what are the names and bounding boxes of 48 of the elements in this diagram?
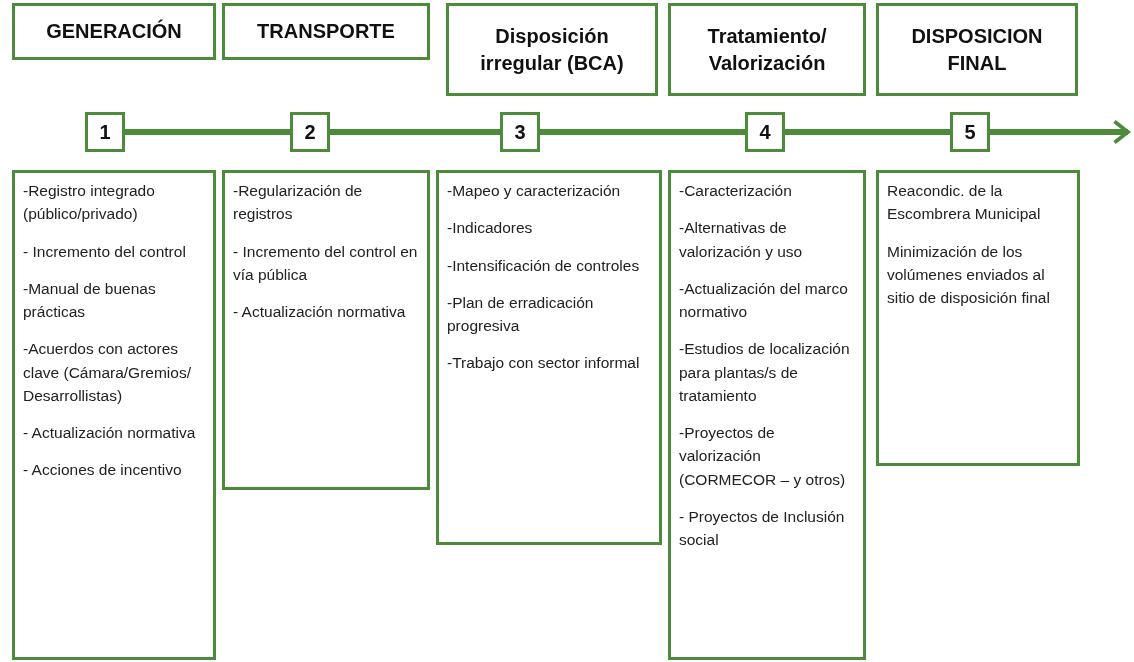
action-list-box	[668, 170, 866, 660]
stage-title: GENERACIÓN	[46, 18, 182, 44]
action-list-box	[12, 170, 216, 660]
action-item-text: -Caracterización	[679, 181, 793, 201]
action-item-text: -Plan de erradicación progresiva	[447, 292, 595, 336]
action-list-box	[876, 170, 1080, 466]
action-item-text: -Actualización del marco normativo	[679, 278, 849, 322]
step-number-box	[745, 112, 785, 152]
action-item-text: - Incremento del control	[23, 241, 187, 262]
action-item-text: -Trabajo con sector informal	[447, 353, 641, 374]
action-item-text: -Alternativas de valorización y uso	[679, 218, 804, 262]
timeline-arrow	[990, 119, 1130, 145]
action-item-text: -Proyectos de valorización (CORMECOR – y otros)	[679, 423, 847, 490]
stage-title: Tratamiento/ Valorización	[706, 23, 828, 76]
stage-header-box	[222, 3, 430, 60]
step-number-box	[950, 112, 990, 152]
step-number-box	[85, 112, 125, 152]
stage-header-box	[12, 3, 216, 60]
step-number: 3	[514, 120, 526, 145]
action-list-box	[222, 170, 430, 490]
stage-title: TRANSPORTE	[257, 19, 395, 44]
stage-title: DISPOSICION FINAL	[910, 23, 1044, 76]
action-item-text: -Mapeo y caracterización	[447, 181, 622, 201]
action-item-text: -Acuerdos con actores clave (Cámara/Gremios/ Desarrollistas)	[23, 339, 192, 406]
action-item-text: - Incremento del control en vía pública	[233, 241, 419, 285]
action-list-box	[436, 170, 662, 545]
stage-header-box	[668, 3, 866, 96]
action-item-text: -Regularización de registros	[233, 181, 364, 225]
step-number: 5	[964, 120, 976, 145]
step-number-box	[500, 112, 540, 152]
action-item-text: -Estudios de localización para plantas/s de tratamiento	[679, 339, 851, 406]
stage-header-box	[876, 3, 1078, 96]
action-item-text: - Proyectos de Inclusión social	[679, 506, 846, 550]
action-item-text: -Intensificación de controles	[447, 255, 641, 276]
step-number: 1	[99, 120, 111, 145]
stage-header-box	[446, 3, 658, 96]
action-item-text: -Indicadores	[447, 218, 534, 239]
action-item-text: Minimización de los volúmenes enviados al sitio de disposición final	[887, 241, 1051, 308]
action-item-text: - Acciones de incentivo	[23, 460, 183, 481]
stage-title: Disposición irregular (BCA)	[479, 23, 625, 76]
action-item-text: - Actualización normativa	[233, 302, 407, 322]
action-item-text: -Manual de buenas prácticas	[23, 278, 157, 322]
step-number: 4	[759, 120, 771, 145]
step-number: 2	[304, 120, 316, 145]
action-item-text: - Actualización normativa	[23, 423, 197, 443]
step-number-box	[290, 112, 330, 152]
action-item-text: -Registro integrado (público/privado)	[23, 181, 156, 225]
action-item-text: Reacondic. de la Escombrera Municipal	[887, 181, 1042, 225]
